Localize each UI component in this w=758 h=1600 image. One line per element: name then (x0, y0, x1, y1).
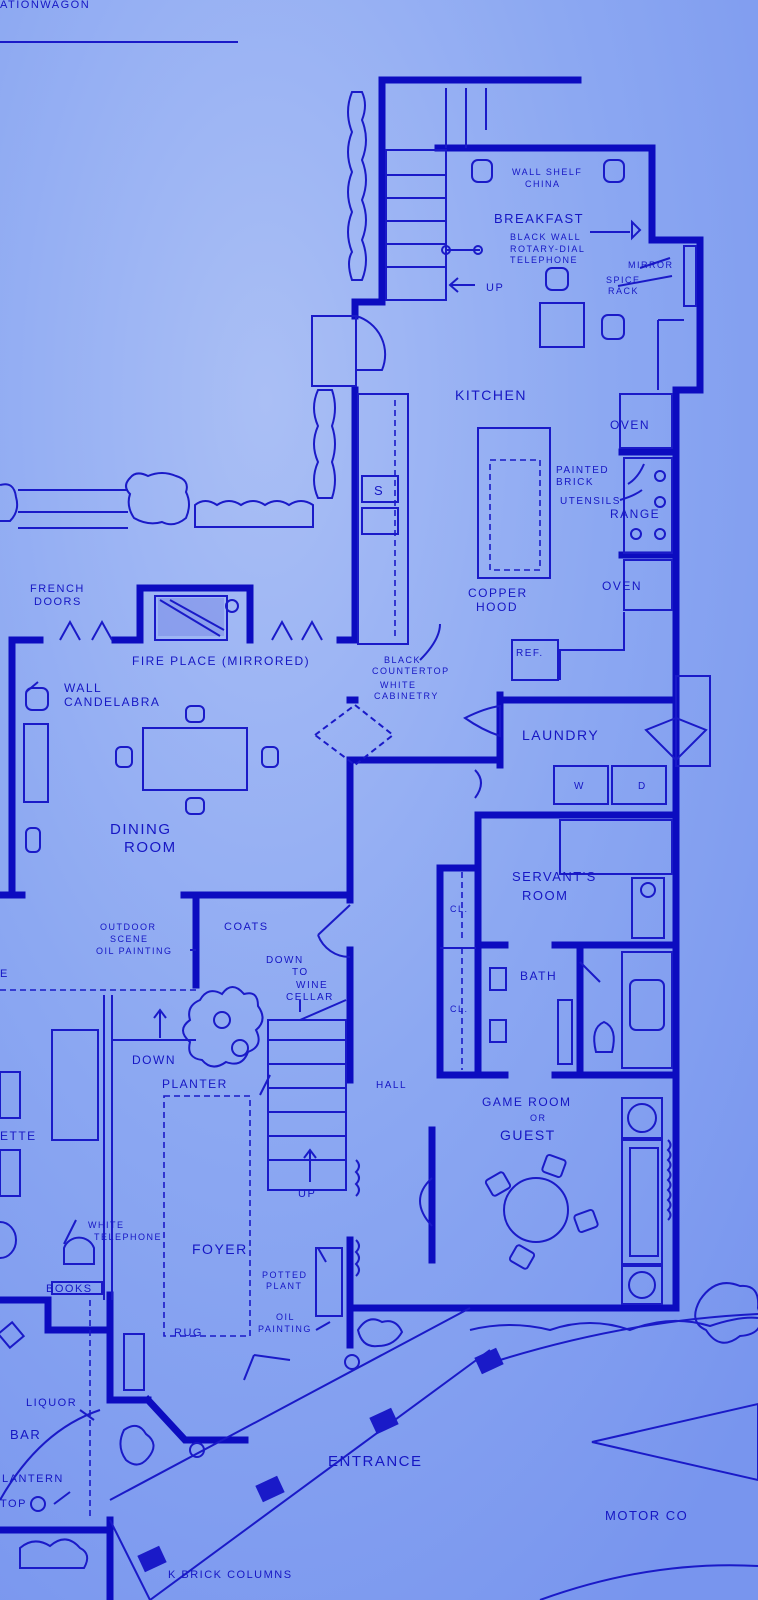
label-wall: WALL (64, 681, 102, 695)
label-oven-low: OVEN (602, 579, 642, 593)
label-sink: S (374, 483, 384, 498)
label-cabinetry: CABINETRY (374, 691, 439, 701)
label-entrance: ENTRANCE (328, 1453, 423, 1470)
label-closet-1: CL. (450, 904, 469, 914)
label-painted: PAINTED (556, 465, 609, 476)
label-brick: BRICK (556, 477, 594, 488)
label-wine: WINE (296, 980, 328, 991)
label-bar: BAR (10, 1427, 41, 1442)
label-closet-2: CL. (450, 1004, 469, 1014)
label-white-telephone-1: WHITE (88, 1220, 125, 1230)
label-candelabra: CANDELABRA (64, 695, 160, 709)
label-oil-painting-dining: OIL PAINTING (96, 946, 173, 956)
label-black-counter: BLACK (384, 655, 421, 665)
label-hall: HALL (376, 1080, 407, 1091)
interior-walls (351, 448, 680, 1264)
label-to: TO (292, 967, 309, 978)
label-mirror: MIRROR (628, 260, 674, 270)
label-wall-shelf: WALL SHELF (512, 167, 582, 177)
kitchen-stairs (385, 88, 487, 301)
entrance-walk (109, 1307, 504, 1600)
front-landscape (19, 1282, 758, 1600)
label-dining-room: ROOM (124, 839, 177, 856)
back-door (311, 315, 387, 387)
annotation-arrows (25, 231, 673, 1505)
label-brick-columns: K BRICK COLUMNS (168, 1569, 293, 1581)
label-ette: ETTE (0, 1129, 37, 1143)
label-utensils: UTENSILS (560, 496, 621, 507)
label-coats: COATS (224, 921, 269, 933)
label-white-telephone-2: TELEPHONE (94, 1232, 162, 1242)
label-painting: PAINTING (258, 1324, 312, 1334)
label-or: OR (530, 1113, 547, 1123)
label-foyer: FOYER (192, 1241, 248, 1257)
label-planter: PLANTER (162, 1077, 228, 1091)
hedge-shrubs (0, 91, 367, 529)
label-telephone: TELEPHONE (510, 255, 578, 265)
label-doors: DOORS (34, 596, 82, 608)
label-fireplace: FIRE PLACE (MIRRORED) (132, 654, 310, 668)
label-laundry: LAUNDRY (522, 727, 599, 743)
label-edge-e: E (0, 968, 9, 980)
label-down-to: DOWN (266, 955, 304, 966)
label-up-stairs: UP (298, 1188, 316, 1200)
label-bath: BATH (520, 969, 557, 983)
label-servants: SERVANT'S (512, 869, 597, 884)
label-cellar: CELLAR (286, 992, 334, 1003)
label-china: CHINA (525, 179, 561, 189)
label-range: RANGE (610, 507, 660, 521)
label-top: TOP (0, 1498, 27, 1510)
label-liquor: LIQUOR (26, 1397, 77, 1409)
label-outdoor: OUTDOOR (100, 922, 157, 932)
label-french: FRENCH (30, 583, 85, 595)
label-guest: GUEST (500, 1127, 556, 1143)
label-rug: RUG (174, 1327, 203, 1339)
label-servants-room: ROOM (522, 888, 568, 903)
label-oven-top: OVEN (610, 418, 650, 432)
label-countertop: COUNTERTOP (372, 666, 450, 676)
label-rotary-dial: ROTARY-DIAL (510, 244, 585, 254)
label-potted: POTTED (262, 1270, 308, 1280)
label-spice: SPICE (606, 275, 641, 285)
label-game-room: GAME ROOM (482, 1095, 572, 1109)
label-dining: DINING (110, 821, 172, 838)
label-washer: W (574, 781, 585, 792)
label-stationwagon: ATIONWAGON (0, 0, 90, 11)
label-ref: REF. (516, 648, 544, 659)
label-rack: RACK (608, 286, 639, 296)
label-down: DOWN (132, 1053, 176, 1067)
label-plant: PLANT (266, 1281, 303, 1291)
label-white-cab: WHITE (380, 680, 417, 690)
label-kitchen: KITCHEN (455, 387, 527, 403)
label-up-kitchen: UP (486, 282, 504, 294)
label-oil: OIL (276, 1312, 295, 1322)
label-copper: COPPER (468, 586, 528, 600)
label-books: BOOKS (46, 1283, 93, 1295)
label-breakfast: BREAKFAST (494, 211, 584, 226)
laundry-fixtures (463, 675, 711, 805)
planter (182, 986, 264, 1068)
label-hood: HOOD (476, 600, 518, 614)
exterior-walls (0, 76, 704, 1600)
servants-bath-fixtures (440, 819, 673, 1070)
coat-closet-and-stairs (267, 904, 360, 1277)
kitchen-fixtures (357, 159, 697, 681)
label-dryer: D (638, 781, 647, 792)
game-room-furniture (419, 1097, 672, 1305)
label-lantern: LANTERN (2, 1473, 64, 1485)
label-scene: SCENE (110, 934, 149, 944)
dining-furniture (23, 595, 395, 853)
label-motor-court: MOTOR CO (605, 1508, 688, 1523)
label-black-wall: BLACK WALL (510, 232, 581, 242)
foyer-layout (0, 989, 343, 1391)
